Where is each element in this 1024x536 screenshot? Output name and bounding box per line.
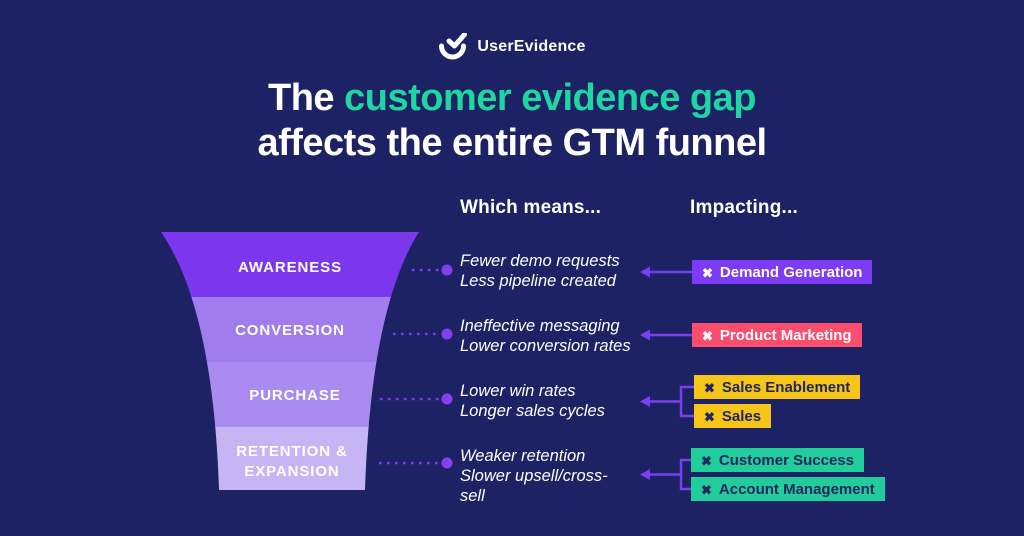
brand-logo: UserEvidence [0,33,1024,61]
page-title: The customer evidence gap affects the en… [0,76,1024,166]
connector-dot-purchase [441,393,453,405]
funnel-label-conversion: CONVERSION [235,322,345,339]
x-icon: ✖ [701,482,712,497]
means-purchase-line2: Longer sales cycles [460,402,605,420]
impact-tag-product-marketing: ✖ Product Marketing [692,323,862,347]
impact-tag-label: Account Management [718,480,875,498]
x-icon: ✖ [702,265,713,280]
connector-dot-awareness [441,264,453,276]
title-line-2: affects the entire GTM funnel [257,122,767,164]
x-icon: ✖ [704,409,715,424]
arrowhead-retention [640,469,650,480]
connector-dot-conversion [441,328,453,340]
means-conversion-line2: Lower conversion rates [460,337,631,355]
means-text-retention: Weaker retention Slower upsell/cross-sel… [460,446,628,506]
which-means-header: Which means... [460,197,602,218]
x-icon: ✖ [704,380,715,395]
arrowhead-demand-generation [640,266,650,278]
funnel-label-awareness: AWARENESS [238,259,342,276]
brand-name: UserEvidence [477,38,586,55]
impact-tag-customer-success: ✖ Customer Success [691,448,864,472]
arrowhead-product-marketing [640,329,650,341]
impact-tag-label: Product Marketing [719,326,852,344]
x-icon: ✖ [701,453,712,468]
connector-dots [441,264,453,469]
means-conversion-line1: Ineffective messaging [460,317,620,335]
impact-tag-sales-enablement: ✖ Sales Enablement [694,375,861,399]
x-icon: ✖ [702,328,713,343]
arrowhead-sales [640,396,650,407]
impact-tag-label: Demand Generation [719,263,863,281]
funnel-tier-awareness [161,232,419,297]
impact-tag-sales: ✖ Sales [694,404,772,428]
title-highlight: customer evidence gap [344,77,756,119]
impact-tag-demand-generation: ✖ Demand Generation [692,260,873,284]
means-awareness-line1: Fewer demo requests [460,252,620,270]
means-text-awareness: Fewer demo requests Less pipeline create… [460,251,660,291]
arrow-bracket-retention [648,458,691,491]
means-text-purchase: Lower win rates Longer sales cycles [460,381,660,421]
funnel-label-retention: RETENTION & EXPANSION [236,443,348,480]
impact-tag-label: Customer Success [718,451,854,469]
impact-tag-label: Sales [721,407,762,425]
impacting-header: Impacting... [690,197,798,218]
impact-arrows [648,270,694,491]
userevidence-check-smile-icon [439,33,468,60]
impact-tag-account-management: ✖ Account Management [691,477,885,501]
impact-tag-label: Sales Enablement [721,378,851,396]
funnel-label-purchase: PURCHASE [249,387,341,404]
title-prefix: The [267,77,345,119]
means-awareness-line2: Less pipeline created [460,272,616,290]
arrowheads [640,266,650,480]
means-retention-line1: Weaker retention [460,447,586,465]
connector-dot-retention [441,457,453,469]
means-retention-line2: Slower upsell/cross-sell [460,467,608,505]
means-purchase-line1: Lower win rates [460,382,576,400]
arrow-bracket-sales [648,385,694,418]
means-text-conversion: Ineffective messaging Lower conversion r… [460,316,660,356]
title-line-1: The customer evidence gap [0,76,1024,121]
dotted-connectors [379,268,440,465]
